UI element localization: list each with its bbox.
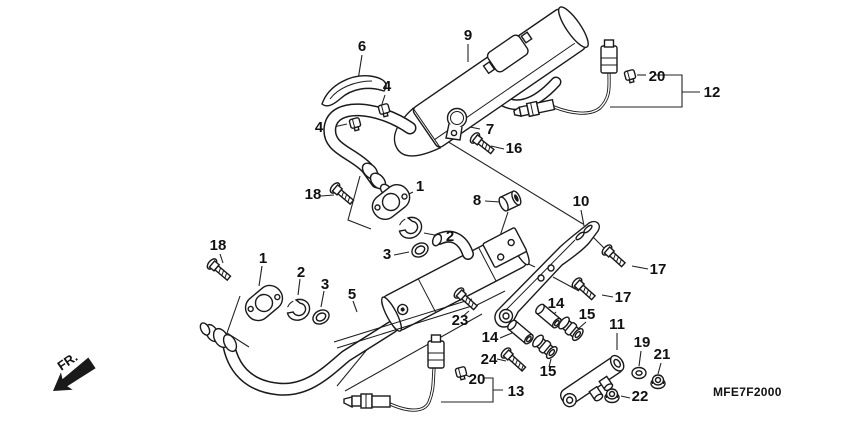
harness-clip-bottom	[454, 366, 468, 381]
callout-labels: 6 9 4 4 20 12 7 16 18 1 8 2 3 10 18 1 2 …	[210, 27, 721, 405]
callout-22: 22	[632, 388, 649, 405]
callout-21: 21	[654, 346, 671, 363]
bracket-bolt-24	[500, 347, 527, 372]
shield-clip-b	[348, 117, 362, 132]
callout-1a: 1	[416, 178, 424, 195]
callout-9: 9	[464, 27, 472, 44]
mount-collar-b	[507, 319, 534, 345]
sensor-connector	[427, 334, 445, 369]
callout-13: 13	[508, 383, 525, 400]
callout-19: 19	[634, 334, 651, 351]
front-header-pipe	[199, 320, 399, 396]
callout-11: 11	[609, 316, 625, 333]
front-muffler	[333, 227, 530, 349]
callout-14a: 14	[548, 295, 565, 312]
callout-12: 12	[704, 84, 721, 101]
oxygen-sensor-rear	[513, 39, 618, 118]
callout-2b: 2	[297, 264, 305, 281]
callout-4a: 4	[383, 78, 392, 95]
callout-15b: 15	[540, 363, 557, 380]
flange-nut-21	[650, 374, 666, 390]
callout-20a: 20	[649, 68, 666, 85]
bracket-bolt-17a	[601, 244, 627, 268]
mount-bushing-b	[532, 334, 558, 360]
washer	[631, 366, 647, 380]
pipe-clamp	[445, 107, 468, 141]
callout-3a: 3	[383, 246, 391, 263]
flange-bolt-lower	[206, 258, 232, 282]
callout-14b: 14	[482, 329, 499, 346]
flange-bolt-upper	[329, 182, 355, 206]
bracket-bolt-23	[453, 287, 479, 311]
callout-20b: 20	[469, 371, 486, 388]
gasket-ring-upper	[411, 242, 429, 258]
callout-8: 8	[473, 192, 481, 209]
callout-3b: 3	[321, 276, 329, 293]
shield-clip-a	[377, 103, 391, 118]
callout-17b: 17	[615, 289, 632, 306]
clamp-bolt	[469, 132, 495, 155]
flange-nut-22	[604, 388, 620, 404]
sensor-connector	[600, 39, 618, 74]
bracket-bolt-17b	[571, 277, 597, 301]
callout-18a: 18	[305, 186, 322, 203]
callout-5: 5	[348, 286, 356, 303]
mount-collar-a	[535, 303, 562, 329]
joint-collar-lower	[286, 298, 311, 321]
callout-18b: 18	[210, 237, 227, 254]
mount-bracket-sub	[559, 354, 625, 408]
callout-1b: 1	[259, 250, 267, 267]
callout-7: 7	[486, 121, 494, 138]
callout-23: 23	[452, 312, 469, 329]
callout-15a: 15	[579, 306, 596, 323]
callout-2a: 2	[446, 228, 454, 245]
callout-24: 24	[481, 351, 498, 368]
mount-bracket-main	[494, 220, 600, 328]
mount-rubber	[498, 190, 522, 212]
fr-direction-arrow: FR.	[53, 349, 96, 391]
callout-4b: 4	[315, 119, 324, 136]
rear-muffler	[393, 6, 589, 157]
muffler-heat-shield	[321, 75, 387, 107]
joint-collar-upper	[398, 216, 423, 239]
gasket-flange-upper	[371, 183, 411, 221]
gasket-flange-lower	[244, 284, 284, 322]
gasket-ring-lower	[312, 309, 330, 325]
callout-17a: 17	[650, 261, 667, 278]
callout-6: 6	[358, 38, 366, 55]
oxygen-sensor-front	[343, 334, 445, 412]
diagram-code: MFE7F2000	[713, 385, 782, 399]
callout-16: 16	[506, 140, 523, 157]
callout-10: 10	[573, 193, 590, 210]
harness-clip-top	[623, 69, 637, 84]
